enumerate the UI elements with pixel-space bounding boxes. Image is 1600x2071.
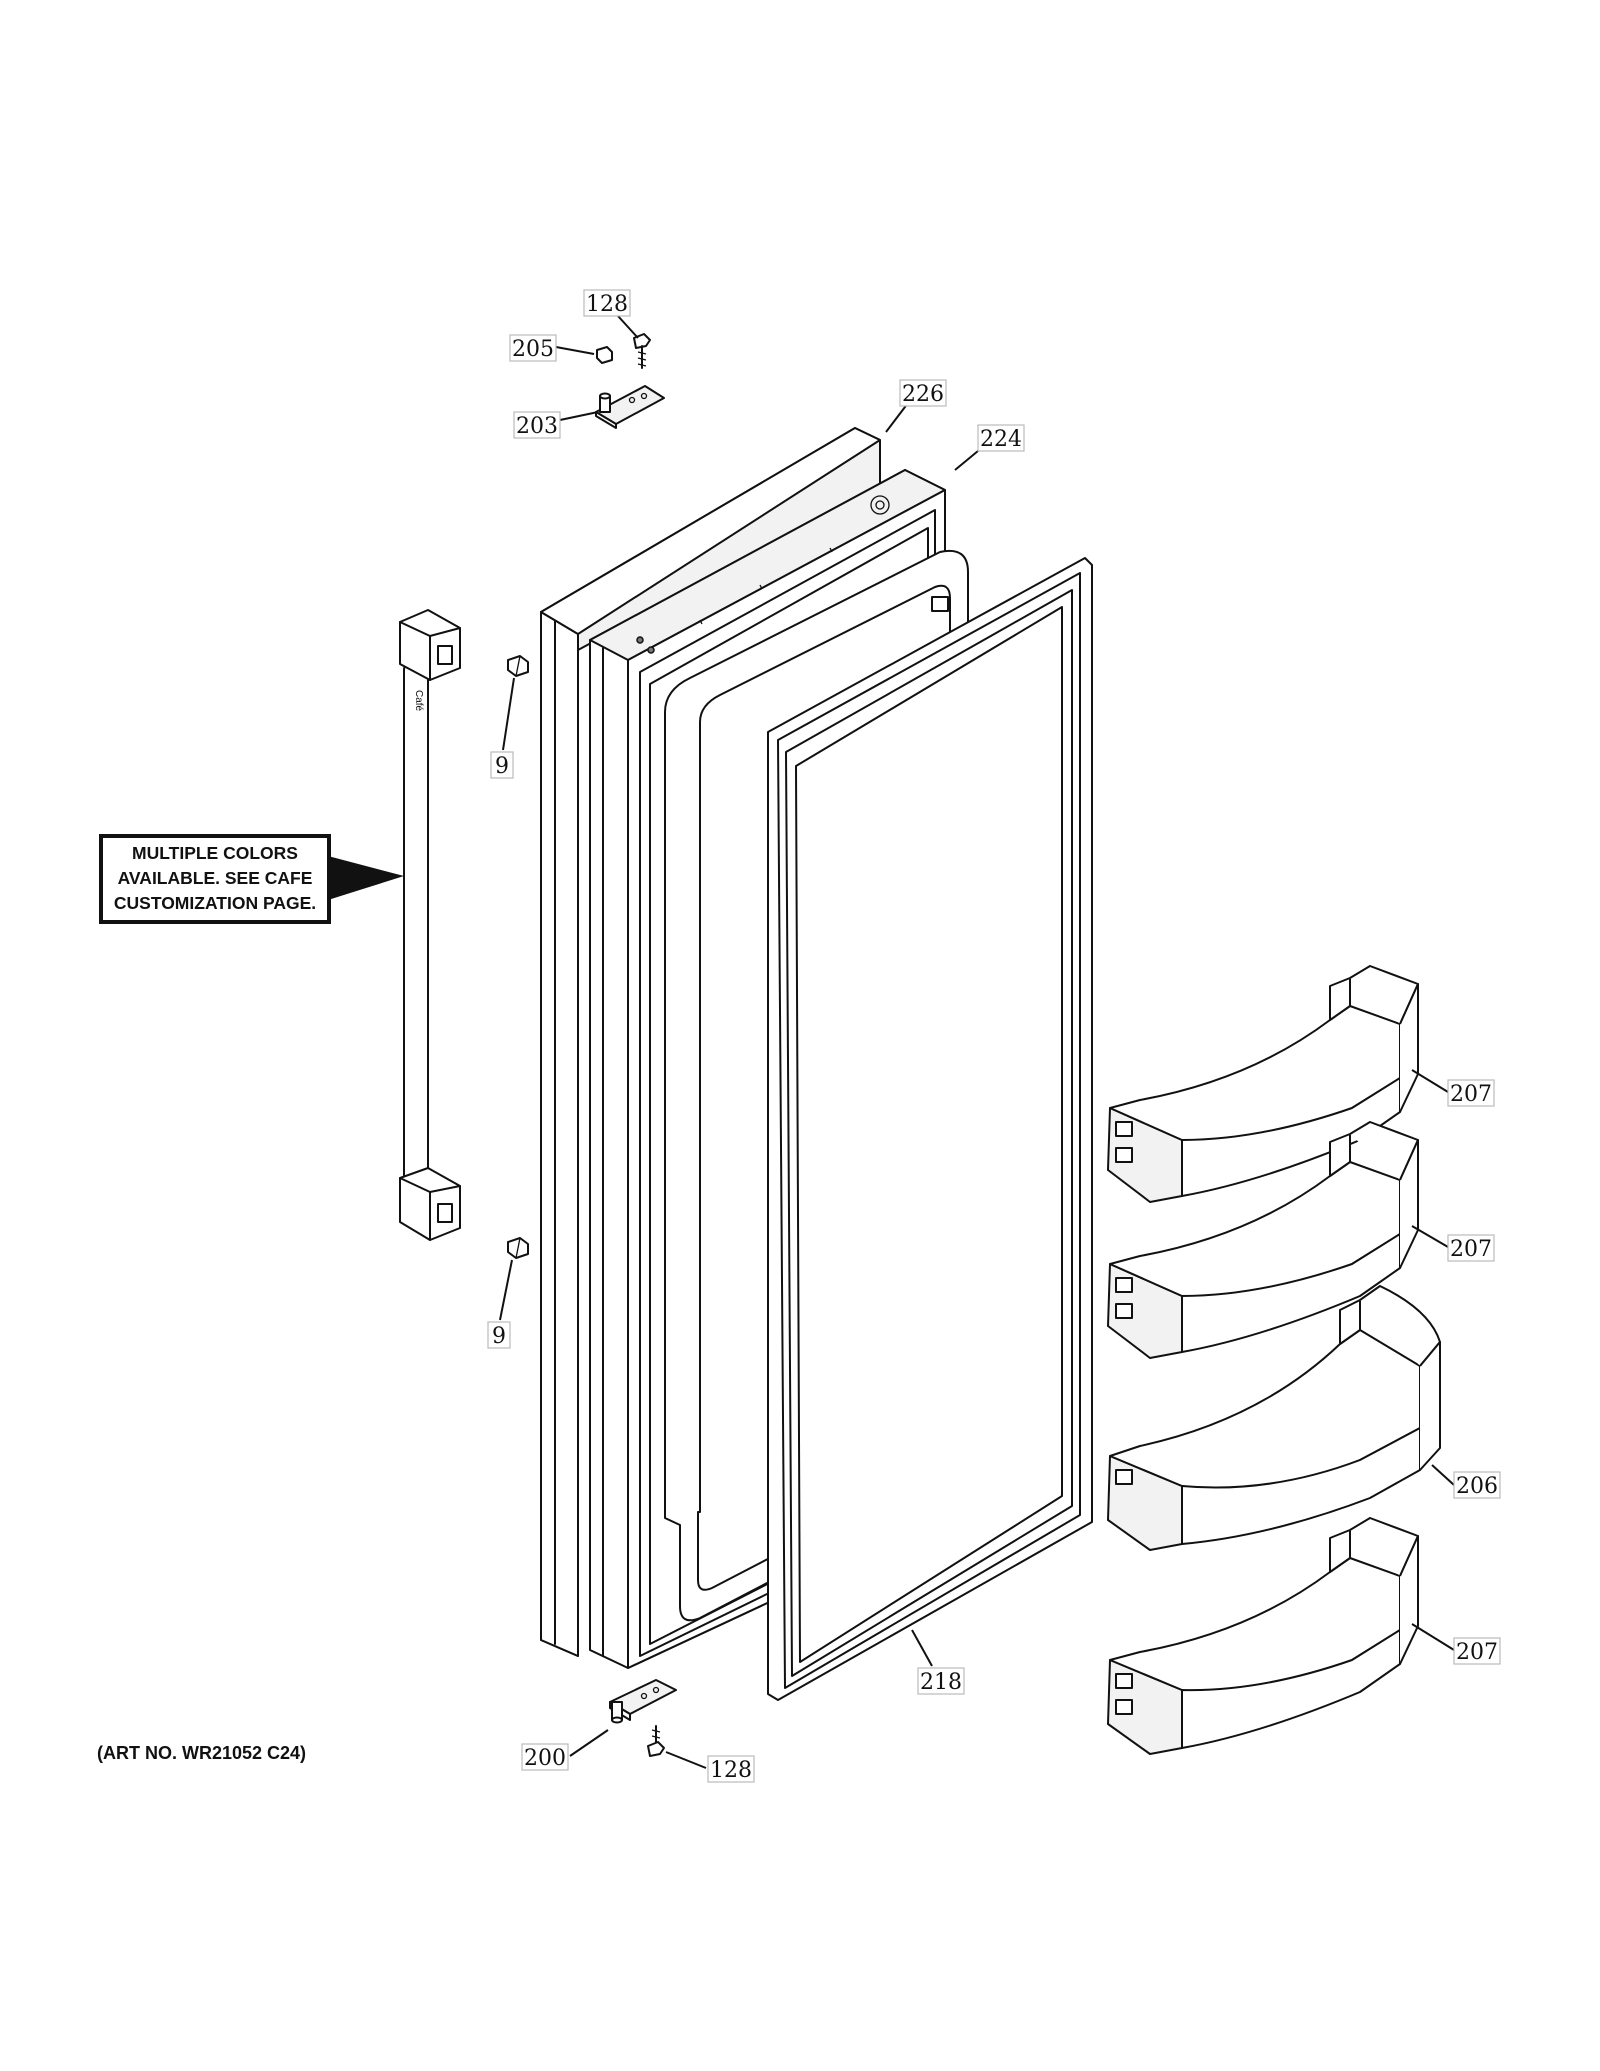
door-bin-207-b	[1107, 1121, 1419, 1359]
callout-218: 218	[917, 1667, 965, 1695]
callout-text: 207	[1450, 1237, 1492, 1262]
callout-text: 203	[516, 414, 558, 439]
color-note-box: MULTIPLE COLORS AVAILABLE. SEE CAFE CUST…	[99, 834, 404, 924]
note-pointer-arrow	[328, 856, 404, 900]
hinge-bushing-205	[596, 346, 613, 364]
callout-text: 206	[1456, 1474, 1498, 1499]
callout-text: 226	[902, 382, 944, 407]
callout-9-bottom: 9	[487, 1321, 511, 1349]
callout-text: 9	[495, 754, 509, 779]
callout-206: 206	[1453, 1471, 1501, 1499]
bottom-hinge	[609, 1679, 677, 1724]
callout-text: 207	[1450, 1082, 1492, 1107]
callout-226: 226	[899, 379, 947, 407]
callout-text: 205	[512, 337, 554, 362]
note-line-2: AVAILABLE. SEE CAFE	[118, 868, 313, 888]
door-handle: Café	[399, 609, 461, 1241]
callout-text: 9	[492, 1324, 506, 1349]
note-line-1: MULTIPLE COLORS	[132, 843, 298, 863]
door-bin-207-c	[1107, 1517, 1419, 1755]
hinge-screw-bottom	[647, 1725, 665, 1757]
callout-128-bottom: 128	[707, 1755, 755, 1783]
leader-lines	[499, 315, 1455, 1769]
hinge-screw-top	[633, 333, 651, 369]
art-number: (ART NO. WR21052 C24)	[97, 1743, 306, 1763]
top-hinge	[595, 385, 665, 429]
callout-205: 205	[509, 334, 557, 362]
handle-mounting-stud-top	[507, 655, 529, 677]
door-bin-207-a	[1107, 965, 1419, 1203]
door-bin-206	[1107, 1285, 1441, 1551]
callout-text: 200	[524, 1746, 566, 1771]
callout-text: 218	[920, 1670, 962, 1695]
callout-128-top: 128	[583, 289, 631, 317]
callout-9-top: 9	[490, 751, 514, 779]
callout-text: 224	[980, 427, 1022, 452]
callout-text: 128	[710, 1758, 752, 1783]
callout-224: 224	[977, 424, 1025, 452]
callout-207-c: 207	[1453, 1637, 1501, 1665]
door-outer-panel	[540, 427, 881, 1657]
callout-207-b: 207	[1447, 1234, 1495, 1262]
callout-207-a: 207	[1447, 1079, 1495, 1107]
callout-text: 128	[586, 292, 628, 317]
handle-logo: Café	[413, 690, 424, 712]
callout-203: 203	[513, 411, 561, 439]
callout-text: 207	[1456, 1640, 1498, 1665]
door-gasket	[767, 557, 1093, 1701]
callout-200: 200	[521, 1743, 569, 1771]
handle-mounting-stud-bottom	[507, 1237, 529, 1259]
note-line-3: CUSTOMIZATION PAGE.	[114, 893, 316, 913]
